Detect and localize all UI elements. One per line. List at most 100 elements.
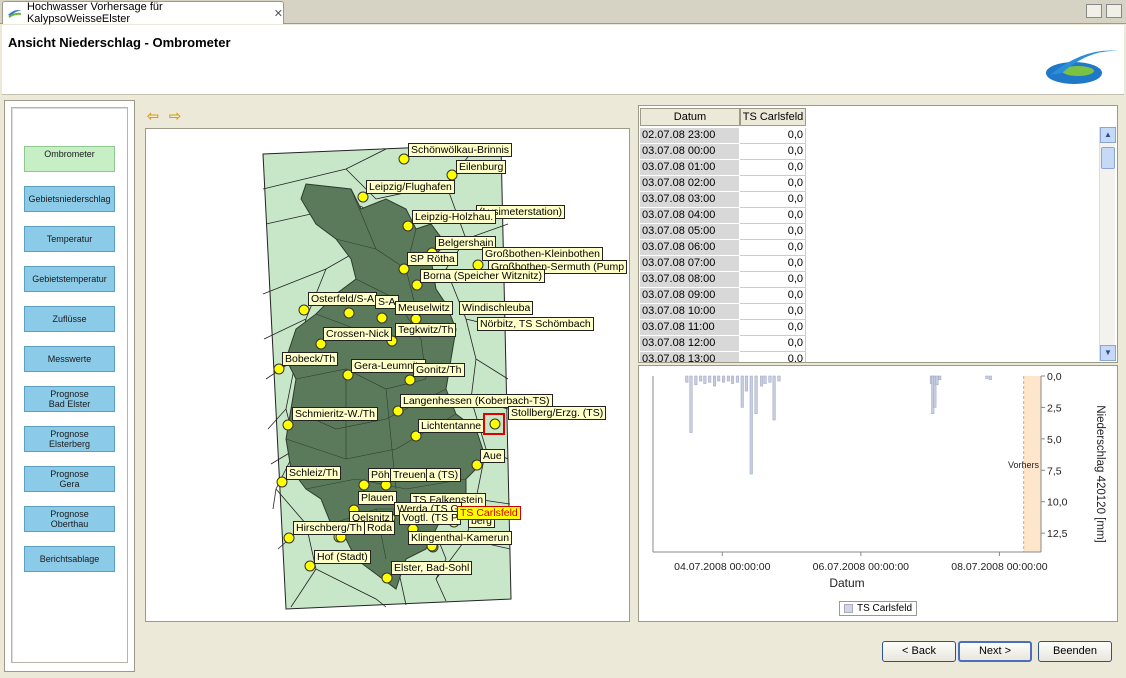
step-ombrometer[interactable]: Ombrometer <box>24 146 115 172</box>
cell-value[interactable]: 0,0 <box>740 336 806 352</box>
station-label[interactable]: Leipzig/Flughafen <box>366 180 455 194</box>
column-header-datum[interactable]: Datum <box>640 108 740 126</box>
station-label[interactable]: Leipzig-Holzhau. <box>412 210 497 224</box>
cell-value[interactable]: 0,0 <box>740 304 806 320</box>
station-label[interactable]: Schleiz/Th <box>286 466 342 480</box>
step-gebietstemperatur[interactable]: Gebietstemperatur <box>24 266 115 292</box>
station-label[interactable]: Osterfeld/S-A <box>308 292 378 306</box>
step-gebietsniederschlag[interactable]: Gebietsniederschlag <box>24 186 115 212</box>
station-label[interactable]: Plauen <box>358 491 397 505</box>
station-label[interactable]: Vogtl. (TS P <box>399 511 462 525</box>
station-label[interactable]: Meuselwitz <box>395 301 453 315</box>
step-label: Gebietsniederschlag <box>28 194 111 204</box>
precipitation-bar <box>685 375 689 383</box>
step-berichtsablage[interactable]: Berichtsablage <box>24 546 115 572</box>
cell-value[interactable]: 0,0 <box>740 176 806 192</box>
close-icon[interactable]: ✕ <box>273 7 283 20</box>
step-prognose-elsterberg[interactable]: Prognose Elsterberg <box>24 426 115 452</box>
cell-value[interactable]: 0,0 <box>740 208 806 224</box>
station-label[interactable]: Borna (Speicher Witznitz) <box>420 269 546 283</box>
cell-value[interactable]: 0,0 <box>740 144 806 160</box>
station-label[interactable]: a (TS) <box>426 468 462 482</box>
station-label[interactable]: Aue <box>480 449 505 463</box>
station-label[interactable]: Windischleuba <box>459 301 534 315</box>
vertical-scrollbar[interactable]: ▲ ▼ <box>1099 127 1116 361</box>
scroll-up-icon[interactable]: ▲ <box>1100 127 1116 143</box>
station-label[interactable]: Lichtentanne <box>418 419 485 433</box>
maximize-icon[interactable] <box>1106 4 1122 18</box>
cell-value[interactable]: 0,0 <box>740 192 806 208</box>
minimize-icon[interactable] <box>1086 4 1102 18</box>
cell-value[interactable]: 0,0 <box>740 352 806 362</box>
station-label[interactable]: Gonitz/Th <box>413 363 465 377</box>
step-prognose-bad-elster[interactable]: Prognose Bad Elster <box>24 386 115 412</box>
station-label[interactable]: Großbothen-Kleinbothen <box>482 247 603 261</box>
editor-tab[interactable]: Hochwasser Vorhersage für KalypsoWeisseE… <box>2 1 284 25</box>
arrow-right-icon[interactable]: ⇨ <box>168 108 182 125</box>
scroll-thumb[interactable] <box>1101 147 1115 169</box>
station-label[interactable]: Belgershain <box>435 236 497 250</box>
station-label[interactable]: Klingenthal-Kamerun <box>408 531 513 545</box>
cell-value[interactable]: 0,0 <box>740 288 806 304</box>
wizard-steps-panel: Ombrometer Gebietsniederschlag Temperatu… <box>4 100 135 672</box>
station-label[interactable]: Gera-Leumnitz <box>351 359 427 373</box>
selected-station-label[interactable]: TS Carlsfeld <box>457 506 521 520</box>
finish-button[interactable]: Beenden <box>1038 641 1112 662</box>
arrow-left-icon[interactable]: ⇦ <box>146 108 160 125</box>
step-prognose-oberthau[interactable]: Prognose Oberthau <box>24 506 115 532</box>
step-messwerte[interactable]: Messwerte <box>24 346 115 372</box>
station-label[interactable]: Hof (Stadt) <box>314 550 371 564</box>
map-view[interactable]: Schönwölkau-Brinnis Eilenburg Leipzig/Fl… <box>145 128 630 622</box>
cell-value[interactable]: 0,0 <box>740 224 806 240</box>
cell-datum: 03.07.08 09:00 <box>640 288 740 304</box>
station-label[interactable]: S-A <box>375 295 399 309</box>
station-label[interactable]: Stollberg/Erzg. (TS) <box>508 406 607 420</box>
back-button[interactable]: < Back <box>882 641 956 662</box>
station-label[interactable]: Bobeck/Th <box>282 352 339 366</box>
step-prognose-gera[interactable]: Prognose Gera <box>24 466 115 492</box>
step-zufluesse[interactable]: Zuflüsse <box>24 306 115 332</box>
cell-value[interactable]: 0,0 <box>740 320 806 336</box>
station-label[interactable]: Eilenburg <box>456 160 507 174</box>
station-label[interactable]: Schmieritz-W./Th <box>292 407 378 421</box>
station-label[interactable]: Hirschberg/Th <box>293 521 365 535</box>
station-label[interactable]: Roda <box>364 521 396 535</box>
scroll-down-icon[interactable]: ▼ <box>1100 345 1116 361</box>
selection-highlight <box>483 413 505 435</box>
station-label[interactable]: (Lysimeterstation) <box>476 205 566 219</box>
next-button[interactable]: Next > <box>958 641 1032 662</box>
cell-value[interactable]: 0,0 <box>740 256 806 272</box>
cell-value[interactable]: 0,0 <box>740 128 806 144</box>
column-header-station[interactable]: TS Carlsfeld <box>740 108 806 126</box>
cell-value[interactable]: 0,0 <box>740 272 806 288</box>
cell-value[interactable]: 0,0 <box>740 240 806 256</box>
station-label[interactable]: Elster, Bad-Sohl <box>391 561 473 575</box>
station-label[interactable]: Tegkwitz/Th <box>395 323 457 337</box>
station-label[interactable]: Nörbitz, TS Schömbach <box>477 317 594 331</box>
step-temperatur[interactable]: Temperatur <box>24 226 115 252</box>
station-label[interactable]: Treuen <box>390 468 429 482</box>
station-label[interactable]: Crossen-Nick <box>323 327 393 341</box>
station-label[interactable]: Schönwölkau-Brinnis <box>408 143 513 157</box>
station-label[interactable]: SP Rötha <box>407 252 458 266</box>
cell-value[interactable]: 0,0 <box>740 160 806 176</box>
table-header: Datum TS Carlsfeld <box>640 108 806 126</box>
station-label[interactable]: Langenhessen (Koberbach-TS) <box>400 394 553 408</box>
